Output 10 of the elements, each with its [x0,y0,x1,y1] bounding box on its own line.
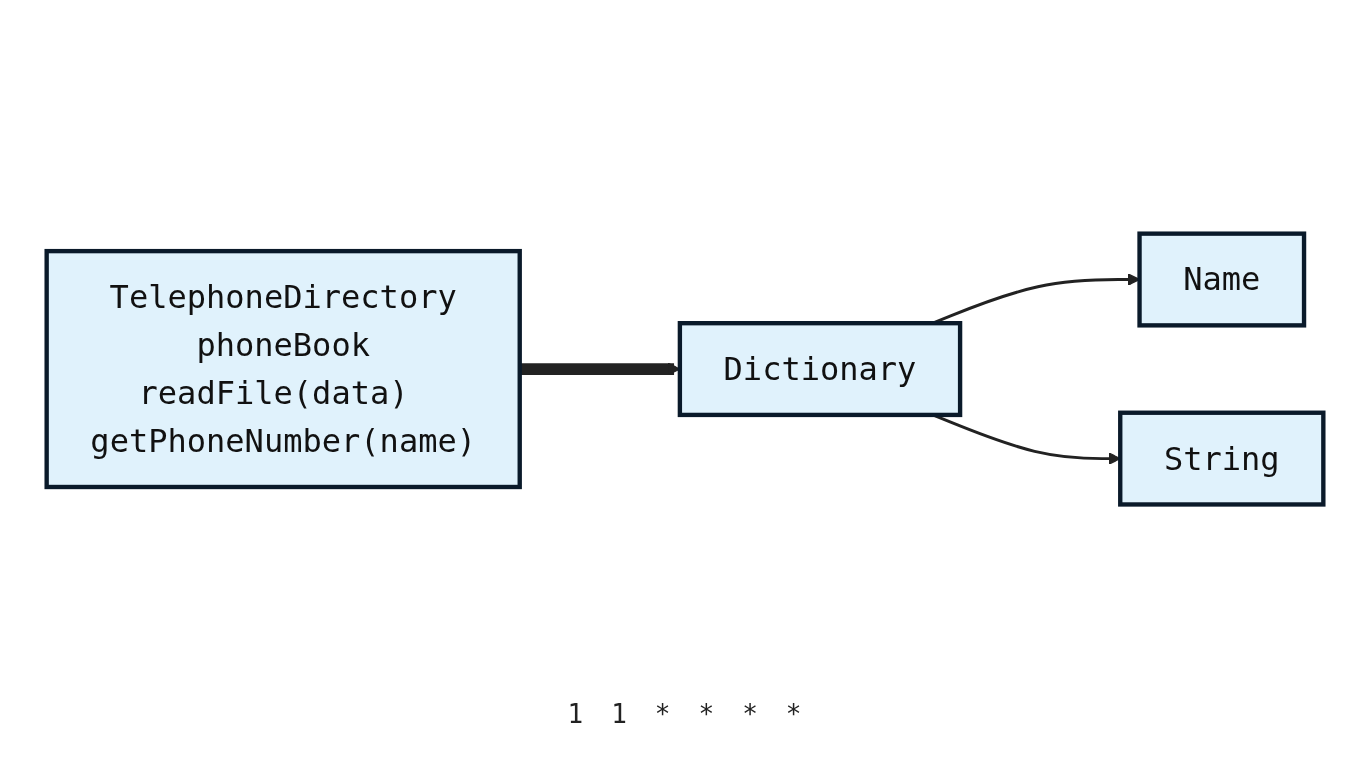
multiplicity-label: * [654,699,671,729]
multiplicity-label: * [742,699,758,729]
node-box: Dictionary [677,320,962,418]
multiplicity-label: 1 [567,699,584,729]
multiplicity-label: 1 [611,699,627,729]
node-box: String [1117,410,1326,507]
node-box: Name [1136,231,1306,328]
node-box: TelephoneDirectory phoneBook readFile(data) getPhoneNumber(name) [43,248,522,490]
multiplicity-label: * [698,699,715,729]
multiplicity-label: * [785,699,802,729]
